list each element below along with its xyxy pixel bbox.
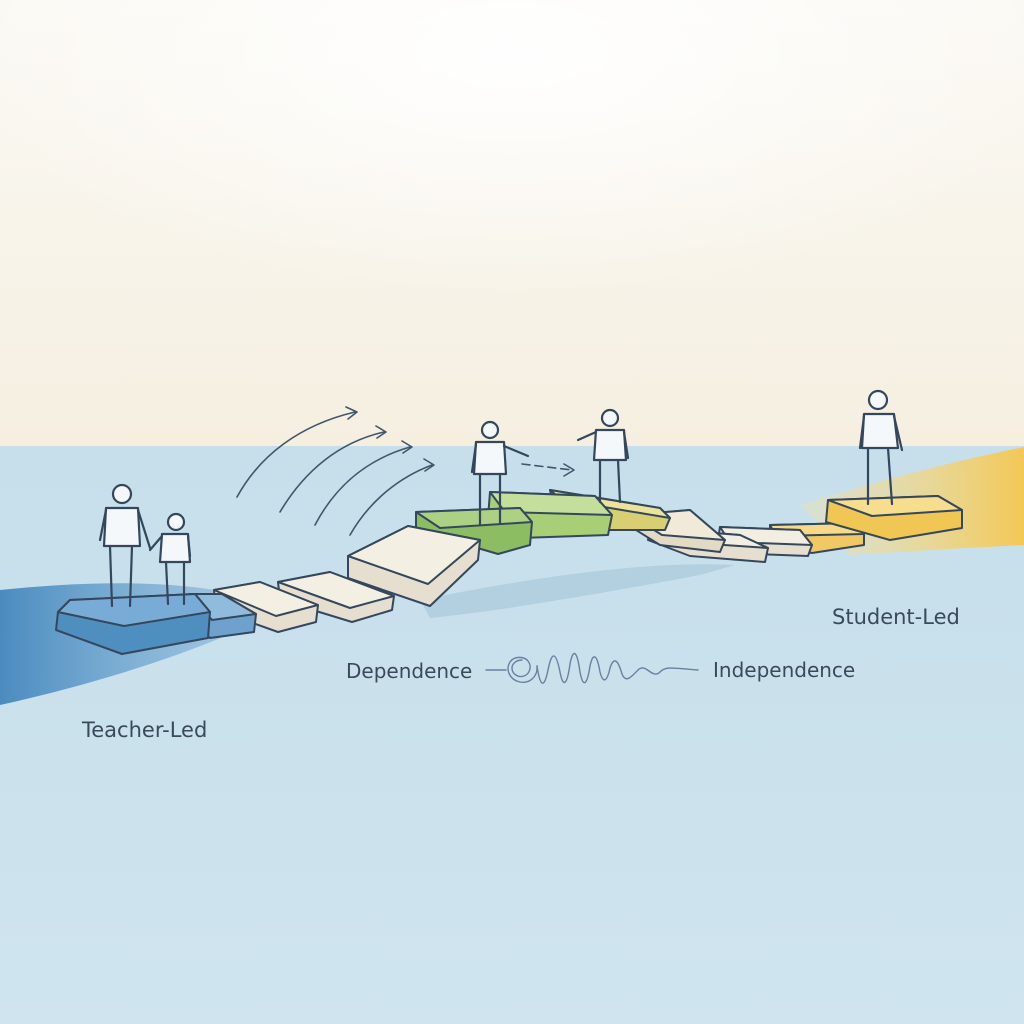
stepping-stones [55, 489, 963, 655]
motion-arrow-icon [314, 440, 413, 526]
person-icon [98, 483, 152, 608]
dependence-label: Dependence [346, 659, 472, 683]
independence-label: Independence [713, 658, 855, 682]
stone-cream-left [213, 581, 319, 633]
child-figure [148, 512, 192, 606]
motion-arrow-icon [279, 425, 387, 513]
stone-green [415, 507, 533, 555]
student-figure [858, 389, 904, 506]
center-figure-one [470, 420, 530, 526]
motion-arrow-icon [349, 458, 435, 536]
stone-cream-mid [277, 571, 395, 623]
motion-arrow-icon [236, 406, 358, 498]
teacher-led-label: Teacher-Led [81, 718, 207, 742]
stone-shadow [420, 564, 735, 618]
person-icon [470, 420, 530, 526]
person-icon [858, 389, 904, 506]
stone-blue-large [55, 593, 211, 655]
spiral-wave-icon [485, 652, 699, 684]
center-figure-two [576, 408, 630, 504]
handoff-arrow [521, 463, 575, 477]
stone-yellow-student [825, 495, 963, 541]
person-icon [576, 408, 630, 504]
sky-glow [0, 0, 1024, 448]
teacher-figure [98, 483, 152, 608]
motion-arrows-left [236, 406, 435, 536]
stone-cream-large [347, 525, 481, 607]
person-icon [148, 512, 192, 606]
student-led-label: Student-Led [832, 605, 960, 629]
